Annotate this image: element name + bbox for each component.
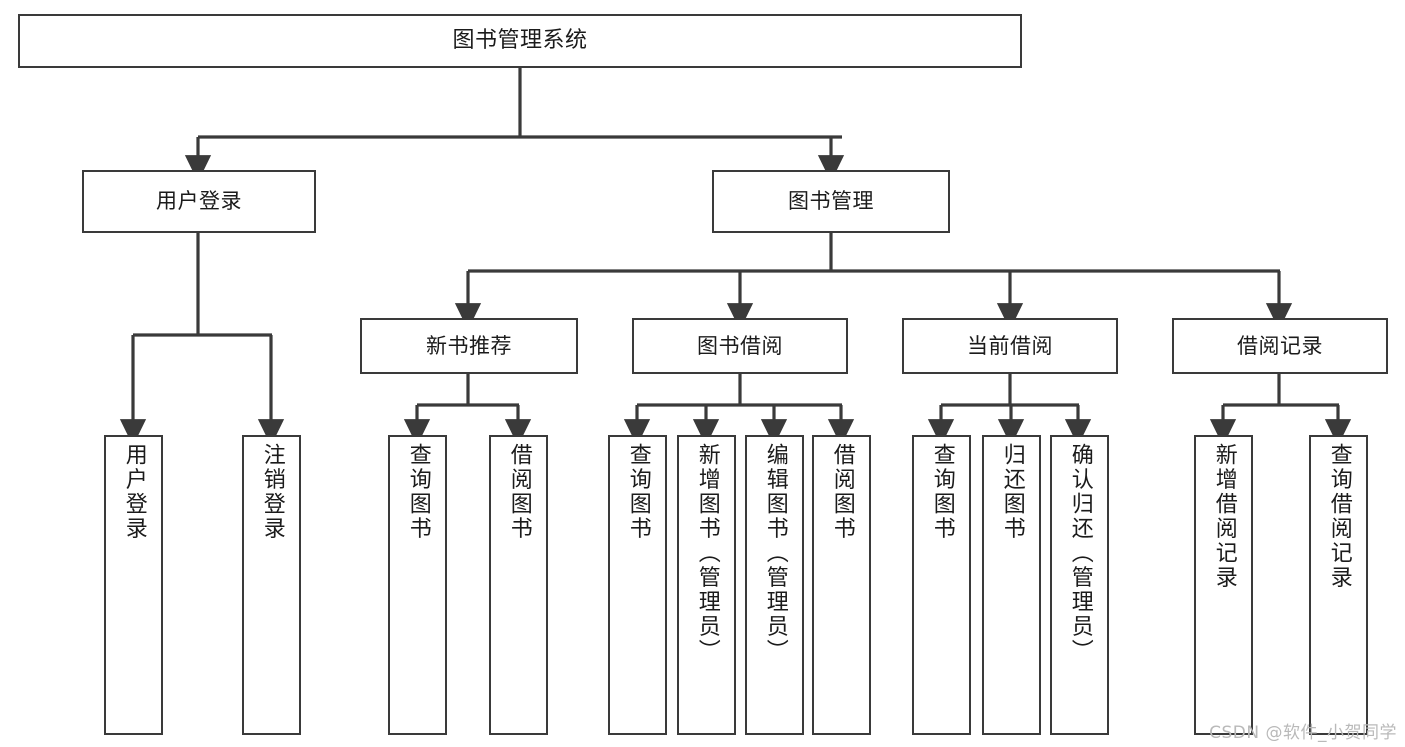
node-label: 查询图书: [929, 443, 955, 541]
node-label: 注销登录: [259, 443, 285, 541]
node-current-borrow[interactable]: 当前借阅: [902, 318, 1118, 374]
node-new-book-recommend[interactable]: 新书推荐: [360, 318, 578, 374]
node-label: 图书管理: [788, 189, 874, 214]
node-label: 借阅图书: [829, 443, 855, 541]
node-book-borrow[interactable]: 图书借阅: [632, 318, 848, 374]
node-label: 查询图书: [625, 443, 651, 541]
node-label: 编辑图书（管理员）: [762, 443, 788, 664]
leaf-return-book[interactable]: 归还图书: [982, 435, 1041, 735]
leaf-logout-login[interactable]: 注销登录: [242, 435, 301, 735]
node-label: 归还图书: [999, 443, 1025, 541]
node-book-management[interactable]: 图书管理: [712, 170, 950, 233]
csdn-watermark: CSDN @软件_小贺同学: [1209, 723, 1397, 743]
node-label: 用户登录: [121, 443, 147, 541]
leaf-query-borrow-record[interactable]: 查询借阅记录: [1309, 435, 1368, 735]
leaf-query-book-recommend[interactable]: 查询图书: [388, 435, 447, 735]
node-label: 查询图书: [405, 443, 431, 541]
leaf-edit-book-admin[interactable]: 编辑图书（管理员）: [745, 435, 804, 735]
leaf-borrow-book-recommend[interactable]: 借阅图书: [489, 435, 548, 735]
node-label: 当前借阅: [967, 333, 1053, 358]
node-label: 新增图书（管理员）: [694, 443, 720, 664]
leaf-borrow-book[interactable]: 借阅图书: [812, 435, 871, 735]
leaf-confirm-return-admin[interactable]: 确认归还（管理员）: [1050, 435, 1109, 735]
node-label: 用户登录: [156, 189, 242, 214]
node-label: 借阅图书: [506, 443, 532, 541]
leaf-add-book-admin[interactable]: 新增图书（管理员）: [677, 435, 736, 735]
node-label: 图书管理系统: [452, 28, 588, 54]
node-label: 借阅记录: [1237, 333, 1323, 358]
node-label: 图书借阅: [697, 333, 783, 358]
leaf-query-book-borrow[interactable]: 查询图书: [608, 435, 667, 735]
leaf-add-borrow-record[interactable]: 新增借阅记录: [1194, 435, 1253, 735]
node-root-book-management-system[interactable]: 图书管理系统: [18, 14, 1022, 68]
node-label: 新增借阅记录: [1211, 443, 1237, 590]
node-label: 确认归还（管理员）: [1067, 443, 1093, 664]
leaf-user-login[interactable]: 用户登录: [104, 435, 163, 735]
node-borrow-record[interactable]: 借阅记录: [1172, 318, 1388, 374]
node-label: 新书推荐: [426, 333, 512, 358]
node-user-login[interactable]: 用户登录: [82, 170, 316, 233]
node-label: 查询借阅记录: [1326, 443, 1352, 590]
leaf-query-book-current[interactable]: 查询图书: [912, 435, 971, 735]
